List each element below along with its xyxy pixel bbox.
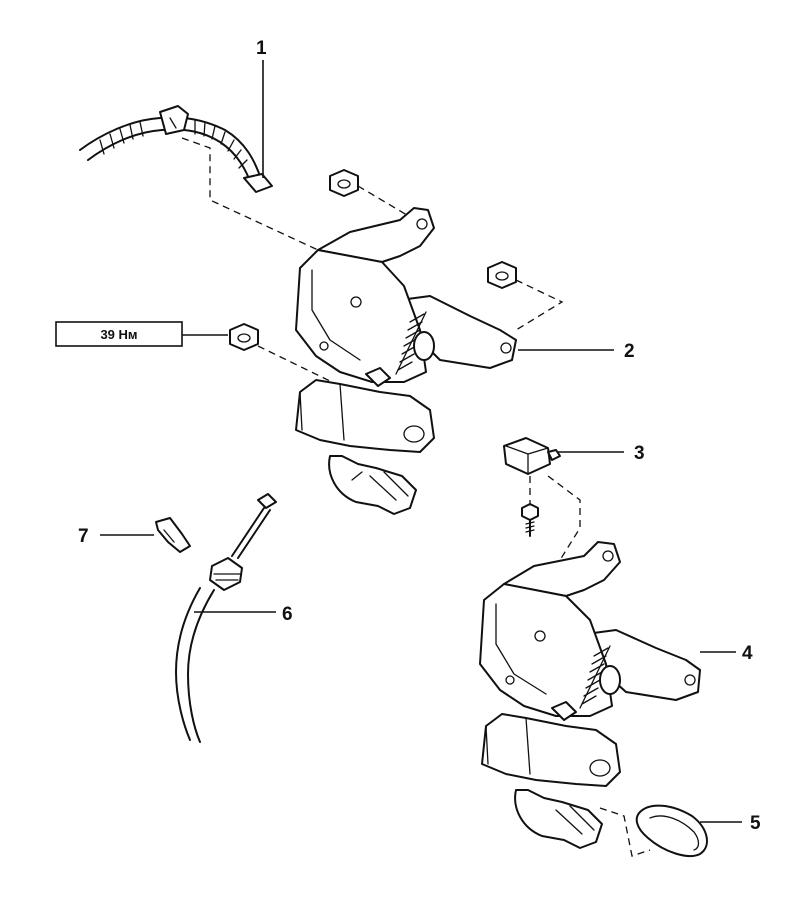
callout-label-7: 7 — [78, 526, 89, 547]
clip-part-7 — [155, 517, 191, 553]
callout-label-4: 4 — [742, 643, 753, 664]
screw — [521, 503, 539, 537]
callout-label-5: 5 — [750, 813, 761, 834]
callout-4: 4 — [700, 643, 753, 664]
callout-6: 6 — [194, 604, 293, 625]
hood-lock-assembly-part-2 — [295, 207, 517, 515]
pad-part-5 — [635, 804, 708, 857]
callout-3: 3 — [558, 443, 645, 464]
torque-spec-label: 39 Нм — [100, 327, 137, 342]
callout-label-6: 6 — [282, 604, 293, 625]
callout-label-1: 1 — [256, 38, 267, 59]
torque-spec-box: 39 Нм — [55, 321, 228, 347]
nut-torque — [229, 323, 259, 351]
nut-right — [487, 261, 517, 289]
release-cable-part-6 — [175, 493, 277, 743]
callout-5: 5 — [700, 813, 761, 834]
nut-top — [329, 169, 359, 197]
callout-7: 7 — [78, 526, 154, 547]
switch-part-3 — [503, 437, 561, 475]
callout-2: 2 — [518, 341, 635, 362]
callout-label-2: 2 — [624, 341, 635, 362]
callout-1: 1 — [256, 38, 267, 178]
callout-label-3: 3 — [634, 443, 645, 464]
wire-harness-part-1 — [79, 105, 273, 193]
hood-lock-assembly-part-4 — [479, 541, 701, 849]
